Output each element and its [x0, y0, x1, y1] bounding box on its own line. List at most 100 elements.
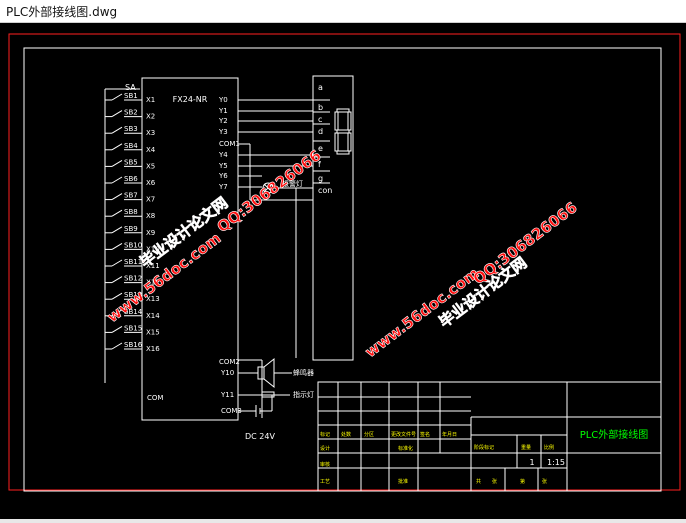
switch-label: SB14	[124, 308, 143, 316]
tb-cell: 张	[542, 478, 547, 485]
plc-output-label: Y2	[218, 117, 228, 125]
y10-label: Y10	[220, 369, 234, 377]
plc-output-label: Y7	[218, 183, 228, 191]
tb-cell: 张	[492, 478, 497, 485]
switch-label: SB8	[124, 208, 138, 216]
switch-contact	[111, 259, 123, 267]
plc-input-label: X10	[146, 245, 160, 253]
switch-label: SB4	[124, 142, 138, 150]
speaker-icon	[257, 357, 275, 389]
tb-scale: 1:15	[547, 458, 565, 467]
tb-cell: 签名	[420, 431, 430, 438]
switch-contact	[111, 143, 123, 151]
switch-label: SB7	[124, 192, 138, 200]
tb-cell: 共	[476, 478, 481, 485]
watermark-qq-2: QQ:306826066	[470, 198, 581, 288]
title-block	[317, 381, 662, 492]
segment-label: c	[318, 115, 322, 124]
switch-label: SB6	[124, 175, 138, 183]
tb-cell: 阶段标记	[474, 444, 494, 451]
plc-input-label: X1	[146, 96, 155, 104]
switch-contact	[111, 159, 123, 167]
switch-contact	[111, 226, 123, 234]
segment-label: b	[318, 103, 323, 112]
tb-cell: 更改文件号	[391, 431, 416, 438]
plc-input-label: X16	[146, 345, 160, 353]
switch-contact	[111, 176, 123, 184]
plc-model: FX24-NR	[173, 95, 208, 104]
lamp-label: 报警灯	[282, 179, 303, 188]
switch-contact	[111, 309, 123, 317]
switch-label: SB9	[124, 225, 138, 233]
plc-com-left: COM	[147, 394, 163, 402]
plc-output-label: Y3	[218, 128, 228, 136]
plc-output-label: Y0	[218, 96, 228, 104]
switch-label: SB3	[124, 125, 138, 133]
alarm-lamp-icon	[261, 391, 275, 398]
plc-input-label: X6	[146, 179, 156, 187]
switch-contact	[111, 209, 123, 217]
tb-cell: 重量	[521, 444, 531, 451]
switch-contact	[111, 93, 123, 101]
tb-cell: 标准化	[398, 445, 413, 452]
plc-output-label: Y4	[218, 151, 228, 159]
display-module	[312, 75, 354, 361]
plc-output-label: COM1	[219, 140, 240, 148]
switch-contact	[111, 276, 123, 284]
title-block-text: 标记处数分区更改文件号签名年月日设计标准化阶段标记重量比例审核工艺批准共张第张	[320, 431, 554, 485]
segment-label: d	[318, 127, 323, 136]
plc-output-label: Y1	[218, 107, 228, 115]
switch-label: SB5	[124, 158, 138, 166]
switch-label: SB11	[124, 258, 142, 266]
switch-label: SB16	[124, 341, 143, 349]
switch-contact	[111, 126, 123, 134]
switch-label: SB10	[124, 241, 142, 249]
plc-input-label: X12	[146, 279, 160, 287]
switch-contact	[111, 325, 123, 333]
y11-label: Y11	[220, 391, 234, 399]
plc-input-label: X2	[146, 113, 155, 121]
tb-cell: 设计	[320, 445, 330, 452]
plc-input-label: X7	[146, 196, 155, 204]
switch-label: SB2	[124, 109, 138, 117]
tb-cell: 工艺	[320, 479, 330, 485]
plc-input-label: X13	[146, 295, 160, 303]
plc-output-label: Y5	[218, 162, 228, 170]
power-label: DC 24V	[245, 432, 275, 441]
plc-input-label: X11	[146, 262, 160, 270]
switch-contact	[111, 110, 123, 118]
segment-label: con	[318, 186, 332, 195]
switch-contact	[111, 242, 123, 250]
segment-label: g	[318, 174, 323, 183]
switch-header: SA	[125, 83, 136, 92]
seven-segment-icon	[334, 108, 352, 155]
lamp-icon	[262, 182, 274, 194]
outer-frame	[8, 33, 681, 491]
tb-cell: 分区	[364, 431, 374, 438]
plc-input-label: X14	[146, 312, 160, 320]
tb-cell: 批准	[398, 478, 408, 485]
tb-cell: 审核	[320, 461, 330, 468]
switch-contact	[111, 292, 123, 300]
switch-label: SB12	[124, 275, 142, 283]
plc-input-label: X15	[146, 328, 160, 336]
tb-cell: 处数	[341, 431, 351, 438]
tb-cell: 第	[520, 478, 525, 485]
plc-input-label: X4	[146, 146, 156, 154]
plc-input-label: X5	[146, 162, 155, 170]
plc-input-label: X9	[146, 229, 155, 237]
window-title-bar: PLC外部接线图.dwg	[0, 0, 686, 23]
segment-label: f	[318, 160, 321, 169]
buzzer-label: 蜂鸣器	[293, 368, 314, 377]
com2-label: COM2	[219, 358, 240, 366]
plc-input-label: X8	[146, 212, 155, 220]
plc-input-label: X3	[146, 129, 155, 137]
plc-output-label: Y6	[218, 172, 228, 180]
switch-contact	[111, 342, 123, 350]
switch-label: SB13	[124, 291, 142, 299]
com3-label: COM3	[221, 407, 242, 415]
